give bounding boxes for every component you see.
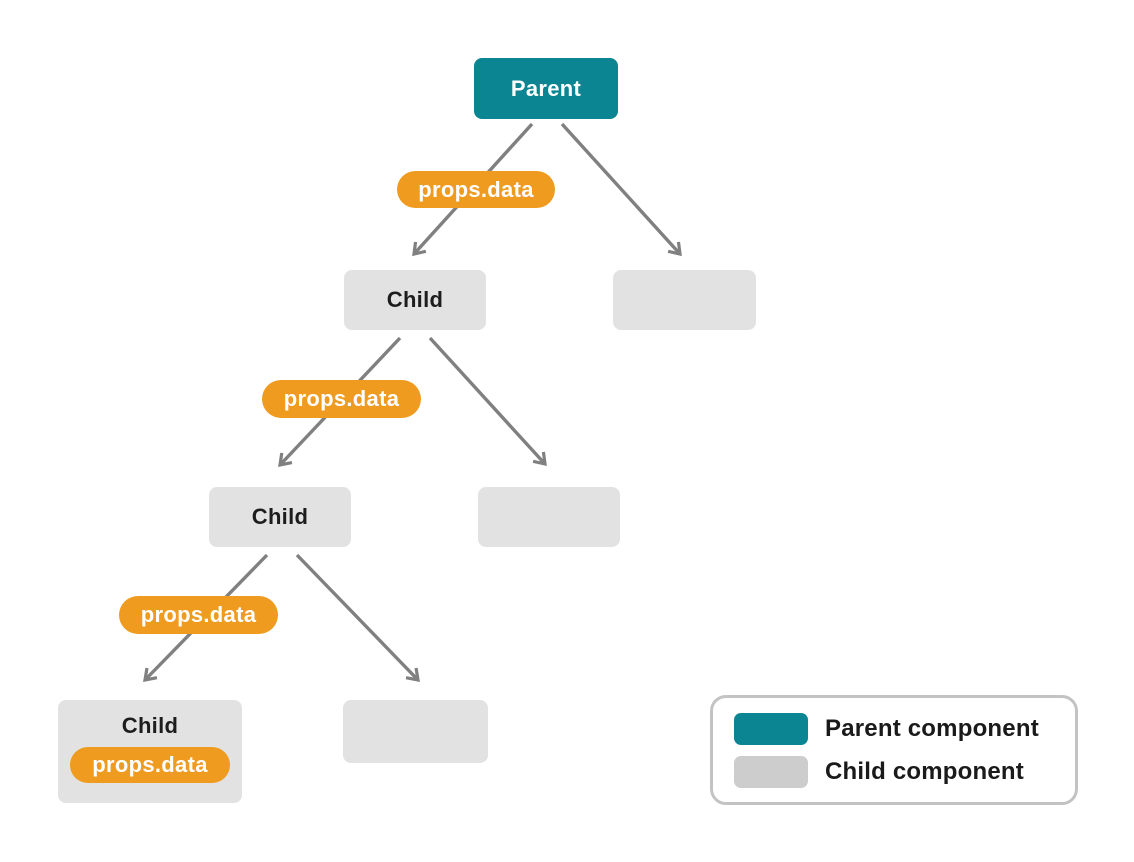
legend-item-child: Child component [734,755,1075,788]
child-component-node-level1: Child [344,270,486,330]
props-data-badge-inner: props.data [70,747,230,783]
child-color-swatch [734,755,808,788]
child-component-node-level2: Child [209,487,351,547]
child-node-label: Child [386,287,444,312]
unlabeled-child-node-level2 [478,487,620,547]
parent-node-label: Parent [510,75,582,101]
child-node-label: Child [251,504,309,529]
props-data-label: props.data [92,752,208,777]
props-data-label: props.data [283,386,400,411]
unlabeled-child-node-level1 [613,270,756,330]
parent-component-node: Parent [474,58,618,119]
edge-parent-to-empty1 [560,122,682,257]
props-data-label: props.data [140,602,257,627]
unlabeled-child-node-level3 [343,700,488,763]
child-component-node-level3: Child props.data [58,700,242,803]
props-data-badge-level1: props.data [397,171,555,208]
edge-child2-to-empty3 [295,553,420,683]
parent-color-swatch [734,712,808,745]
props-data-badge-level2: props.data [262,380,421,418]
child-node-label: Child [121,713,179,738]
legend-item-parent: Parent component [734,712,1075,745]
legend-label-parent: Parent component [825,714,1039,742]
legend: Parent component Child component [710,695,1078,805]
edge-child1-to-empty2 [428,336,547,467]
props-data-label: props.data [418,176,534,202]
props-data-badge-level3: props.data [119,596,278,634]
legend-label-child: Child component [825,757,1024,785]
